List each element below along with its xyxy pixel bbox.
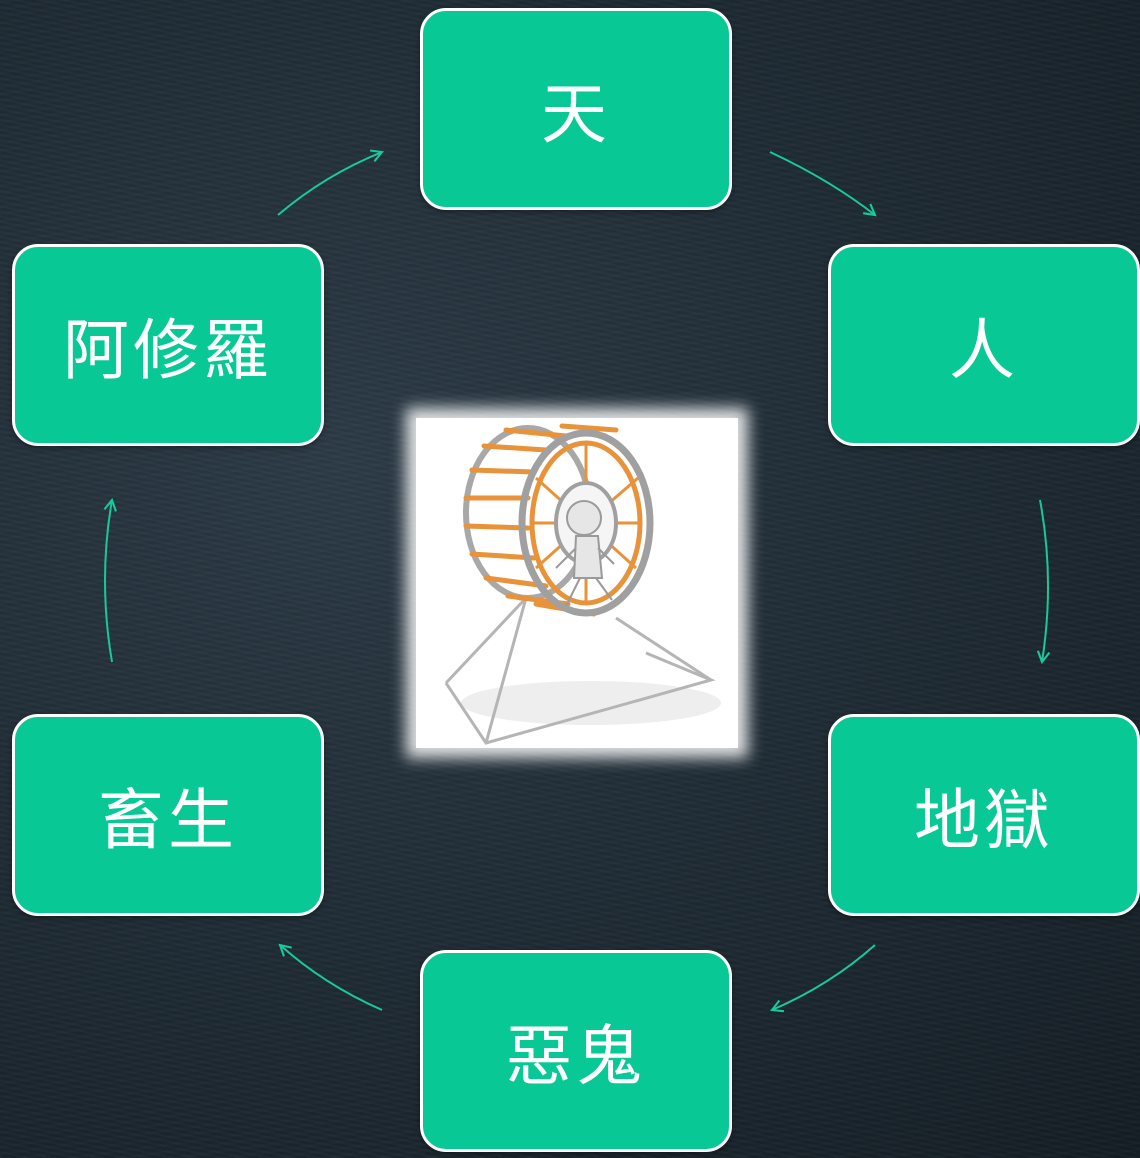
- node-ashura: 阿修羅: [12, 244, 324, 446]
- node-gaki: 惡鬼: [420, 950, 732, 1152]
- arrow-hito-to-jigoku: [1036, 499, 1051, 665]
- node-jigoku: 地獄: [828, 714, 1140, 916]
- hamster-wheel-icon: [444, 423, 721, 745]
- arrow-jigoku-to-gaki: [770, 944, 876, 1013]
- node-label: 阿修羅: [63, 312, 273, 389]
- node-label: 畜生: [98, 782, 238, 859]
- arrow-ashura-to-ten: [277, 149, 385, 216]
- arrow-ten-to-hito: [769, 151, 877, 217]
- node-label: 人: [949, 312, 1019, 389]
- node-label: 天: [541, 76, 611, 153]
- node-hito: 人: [828, 244, 1140, 446]
- node-label: 惡鬼: [506, 1018, 646, 1095]
- node-chikusho: 畜生: [12, 714, 324, 916]
- node-ten: 天: [420, 8, 732, 210]
- node-label: 地獄: [914, 782, 1054, 859]
- hamster-wheel-image: [416, 418, 738, 748]
- arrow-chikusho-to-ashura: [103, 497, 117, 663]
- arrow-gaki-to-chikusho: [278, 943, 383, 1011]
